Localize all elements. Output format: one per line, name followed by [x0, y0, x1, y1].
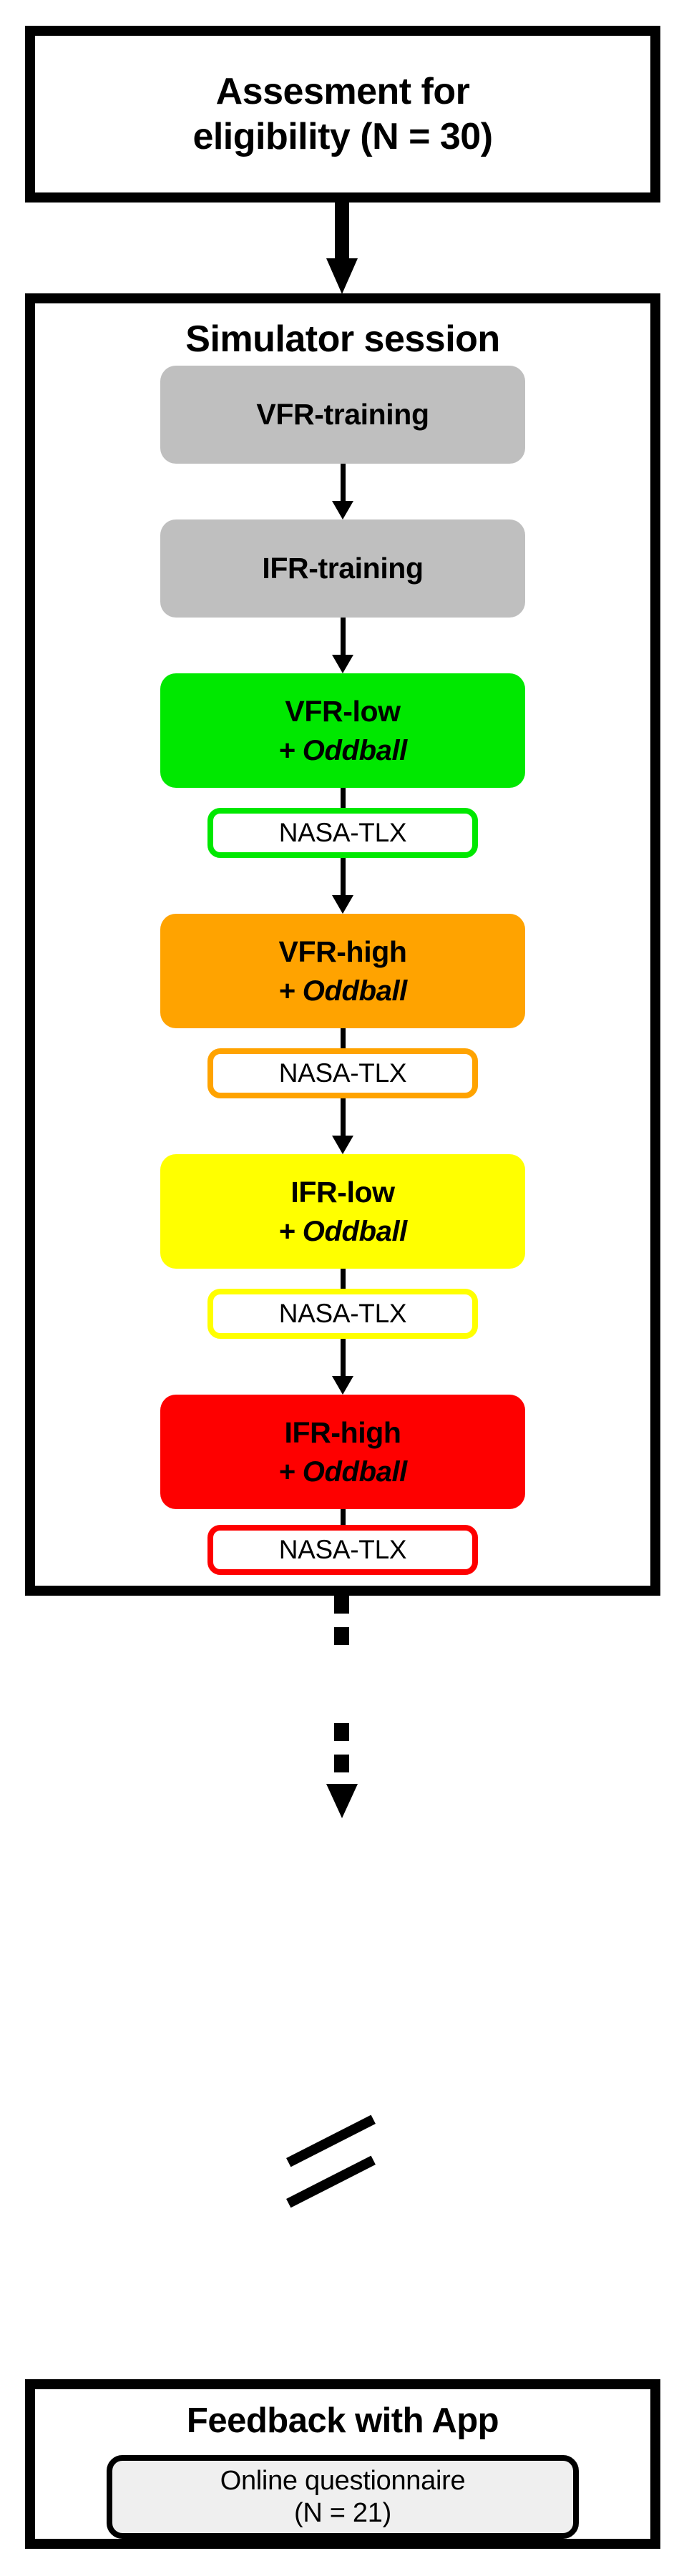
connector-tlx-ifr-low-to-ifr-high: [332, 1339, 353, 1395]
node-ifr-low[interactable]: IFR-low + Oddball: [160, 1154, 525, 1269]
node-ifr-training[interactable]: IFR-training: [160, 519, 525, 618]
assessment-title-line-1: Assesment for: [215, 71, 470, 113]
simulator-flow-column: VFR-training IFR-training VFR-low + Oddb…: [35, 366, 650, 1576]
connector-arrow-head-icon: [332, 501, 353, 520]
connector-ifr-low-to-tlx: [338, 1269, 348, 1289]
connector-arrow-head-icon: [332, 1136, 353, 1155]
connector-vfr-training-to-ifr-training: [332, 464, 353, 520]
node-vfr-training-label: VFR-training: [256, 398, 429, 431]
node-vfr-high-label: VFR-high: [278, 935, 407, 968]
tlx-label-ifr-high: NASA-TLX: [278, 1535, 407, 1565]
assessment-title: Assesment for eligibility (N = 30): [35, 69, 650, 159]
feedback-stage-box: Feedback with App Online questionnaire (…: [25, 2379, 660, 2549]
node-vfr-high-sublabel: + Oddball: [278, 975, 407, 1007]
tlx-label-ifr-low: NASA-TLX: [278, 1299, 407, 1329]
node-ifr-high[interactable]: IFR-high + Oddball: [160, 1395, 525, 1510]
connector-arrow-head-icon: [332, 895, 353, 914]
arrow-head-icon: [326, 258, 358, 294]
assessment-title-line-2: eligibility (N = 30): [192, 115, 493, 157]
tlx-label-vfr-high: NASA-TLX: [278, 1058, 407, 1088]
node-ifr-low-sublabel: + Oddball: [278, 1215, 407, 1247]
connector-shaft: [340, 1339, 346, 1377]
connector-shaft: [340, 858, 346, 897]
dash-segment: [334, 1596, 349, 1614]
dash-segment: [334, 1723, 349, 1741]
tlx-box-ifr-high[interactable]: NASA-TLX: [207, 1525, 478, 1576]
connector-vfr-low-to-tlx: [338, 788, 348, 809]
node-ifr-high-sublabel: + Oddball: [278, 1455, 407, 1488]
node-vfr-low[interactable]: VFR-low + Oddball: [160, 673, 525, 789]
connector-shaft: [340, 1269, 346, 1289]
arrow-simulator-to-feedback: [326, 1596, 358, 1818]
arrow-head-icon: [326, 1784, 358, 1818]
connector-shaft: [340, 464, 346, 502]
questionnaire-label: Online questionnaire: [220, 2465, 466, 2496]
node-ifr-high-label: IFR-high: [284, 1415, 401, 1449]
arrow-shaft: [335, 203, 349, 258]
tlx-label-vfr-low: NASA-TLX: [278, 818, 407, 848]
assessment-stage-box: Assesment for eligibility (N = 30): [25, 26, 660, 203]
node-vfr-low-sublabel: + Oddball: [278, 734, 407, 766]
node-vfr-training[interactable]: VFR-training: [160, 366, 525, 464]
node-ifr-training-label: IFR-training: [262, 552, 424, 585]
dash-segment: [334, 1755, 349, 1772]
tlx-box-vfr-low[interactable]: NASA-TLX: [207, 808, 478, 859]
dash-segment: [334, 1627, 349, 1645]
connector-shaft: [340, 618, 346, 656]
tlx-box-vfr-high[interactable]: NASA-TLX: [207, 1048, 478, 1099]
questionnaire-n-value: (N = 21): [294, 2497, 391, 2528]
connector-tlx-vfr-low-to-vfr-high: [332, 858, 353, 914]
connector-shaft: [340, 788, 346, 809]
simulator-title: Simulator session: [185, 318, 500, 360]
connector-arrow-head-icon: [332, 655, 353, 674]
connector-ifr-high-to-tlx: [338, 1509, 348, 1526]
connector-vfr-high-to-tlx: [338, 1028, 348, 1049]
node-vfr-low-label: VFR-low: [285, 694, 401, 728]
feedback-title: Feedback with App: [186, 2401, 499, 2440]
connector-ifr-training-to-vfr-low: [332, 618, 353, 674]
connector-shaft: [340, 1028, 346, 1049]
arrow-assessment-to-simulator: [326, 203, 358, 294]
break-slash-icon: [286, 2155, 376, 2208]
node-vfr-high[interactable]: VFR-high + Oddball: [160, 914, 525, 1029]
connector-tlx-vfr-high-to-ifr-low: [332, 1098, 353, 1155]
connector-arrow-head-icon: [332, 1376, 353, 1395]
tlx-box-ifr-low[interactable]: NASA-TLX: [207, 1289, 478, 1340]
simulator-stage-box: Simulator session VFR-training IFR-train…: [25, 293, 660, 1596]
online-questionnaire-box[interactable]: Online questionnaire (N = 21): [107, 2455, 579, 2539]
connector-shaft: [340, 1509, 346, 1526]
node-ifr-low-label: IFR-low: [290, 1175, 395, 1209]
connector-shaft: [340, 1098, 346, 1137]
